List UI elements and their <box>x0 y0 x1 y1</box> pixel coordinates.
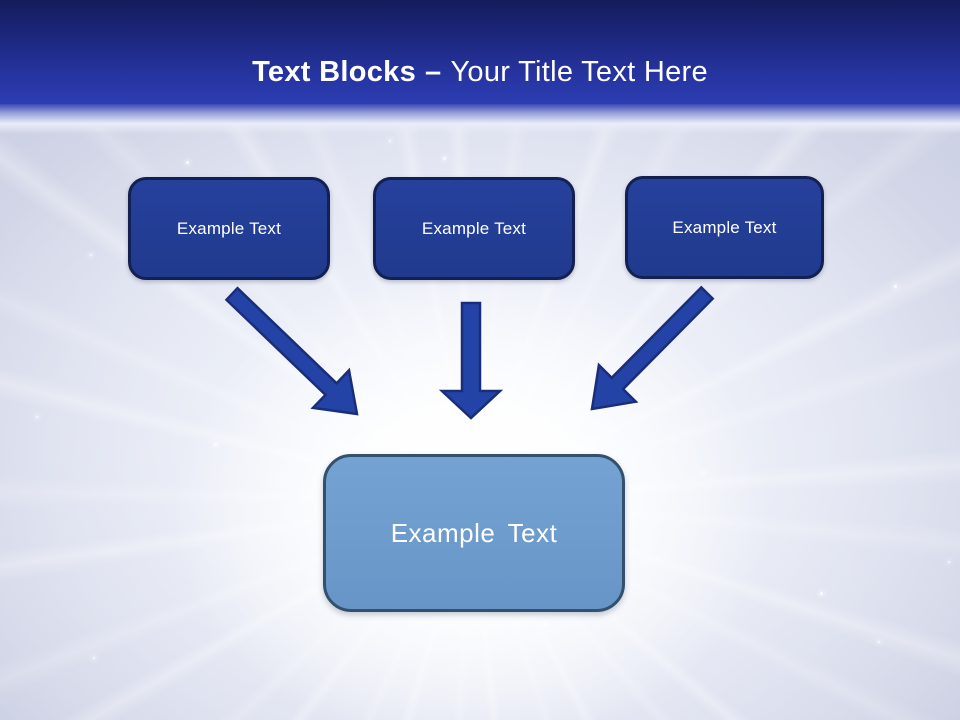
sparkle-dot <box>90 254 92 256</box>
source-block-2-label: Example Text <box>421 218 527 238</box>
target-block: Example Text <box>323 454 625 612</box>
sparkle-dot <box>93 657 95 659</box>
sparkle-dot <box>389 140 391 142</box>
sparkle-dot <box>214 443 217 446</box>
title-bar <box>0 0 960 104</box>
source-block-1: Example Text <box>128 177 330 280</box>
sparkle-dot <box>443 157 446 160</box>
source-block-3-label: Example Text <box>672 217 777 237</box>
sparkle-dot <box>820 592 823 595</box>
source-block-2: Example Text <box>373 177 575 280</box>
title-regular-text: Your Title Text Here <box>450 56 708 88</box>
slide-title: Text Blocks–Your Title Text Here <box>0 56 960 89</box>
sparkle-dot <box>894 285 897 288</box>
title-separator: – <box>425 56 442 88</box>
sparkle-dot <box>878 641 880 643</box>
target-block-label: Example Text <box>390 517 558 548</box>
sparkle-dot <box>703 472 705 474</box>
sparkle-dot <box>186 161 189 164</box>
sparkle-dot <box>948 561 950 563</box>
title-bar-fade <box>0 104 960 134</box>
sparkle-dot <box>545 623 548 626</box>
sparkle-dot <box>36 416 38 418</box>
title-bold-text: Text Blocks <box>252 56 416 88</box>
source-block-1-label: Example Text <box>176 218 282 238</box>
source-block-3: Example Text <box>625 176 824 279</box>
